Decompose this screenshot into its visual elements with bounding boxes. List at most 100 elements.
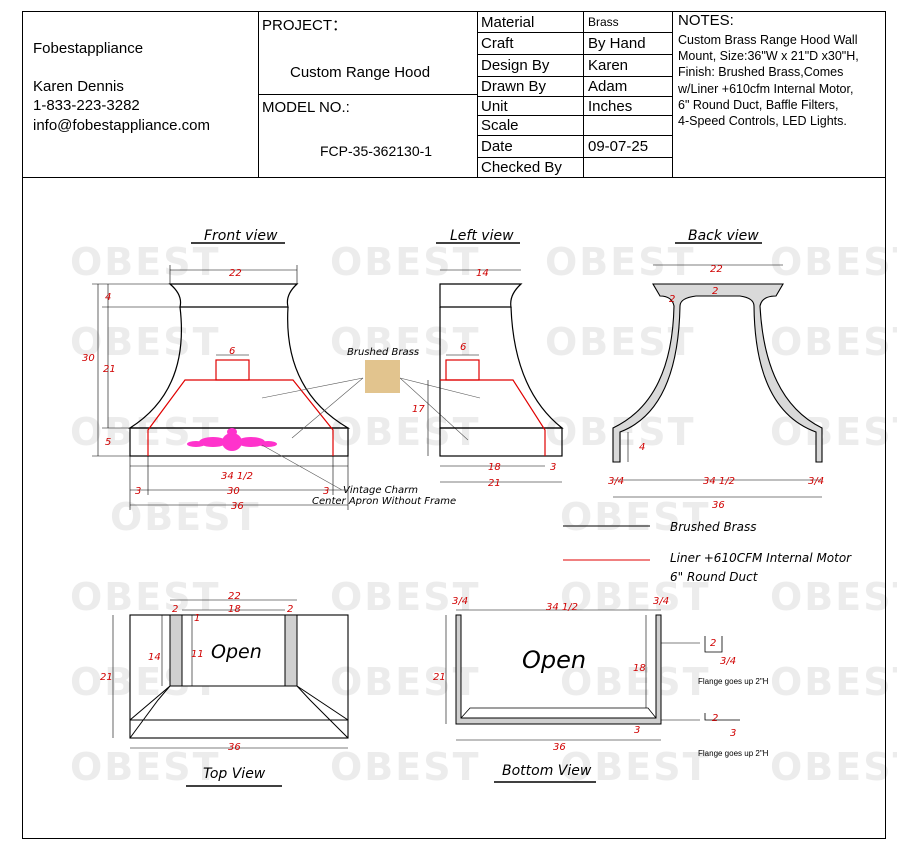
frame-right <box>885 11 886 839</box>
watermark: OBEST <box>770 575 897 619</box>
front-band <box>129 427 349 457</box>
left-view-title: Left view <box>450 228 514 244</box>
watermark: OBEST <box>330 745 481 789</box>
bottom-view: 3/4 34 1/2 3/4 21 18 36 3 Open Bottom Vi… <box>433 596 769 783</box>
col-sep-4 <box>672 11 673 177</box>
top-dim-top: 22 <box>228 591 241 602</box>
back-dim-mid: 34 1/2 <box>703 476 735 487</box>
watermark: OBEST <box>330 320 481 364</box>
top-dim-gap: 1 <box>194 613 200 624</box>
legend-liner: Liner +610CFM Internal Motor <box>670 551 852 565</box>
spec-value: Brass <box>588 15 619 29</box>
watermark: OBEST <box>560 495 711 539</box>
spec-row-line <box>477 135 672 136</box>
brushed-brass-callout: Brushed Brass <box>347 347 419 358</box>
back-dim-top-t: 2 <box>712 286 718 297</box>
left-dim-total-d: 21 <box>488 478 501 489</box>
watermark: OBEST <box>70 240 221 284</box>
bottom-dim-frac-l: 3/4 <box>452 596 468 607</box>
spec-value: 09-07-25 <box>588 138 649 155</box>
project-model-sep <box>258 94 477 95</box>
contact-name: Karen Dennis <box>33 78 124 95</box>
bottom-dim-frac-r: 3/4 <box>653 596 669 607</box>
spec-row-line <box>477 157 672 158</box>
front-dim-total-h: 30 <box>82 353 95 364</box>
back-view-title: Back view <box>688 228 759 244</box>
watermark: OBEST <box>560 575 711 619</box>
top-open-label: Open <box>211 641 262 663</box>
spec-row-line <box>477 115 672 116</box>
spec-label: Scale <box>481 117 519 134</box>
watermark: OBEST <box>70 575 221 619</box>
top-dim-depth: 14 <box>148 652 161 663</box>
bottom-open-label: Open <box>522 646 586 674</box>
notes-line: Custom Brass Range Hood Wall <box>678 33 858 47</box>
spec-label: Drawn By <box>481 78 547 95</box>
vintage-charm-ornament <box>187 428 277 451</box>
frame-bottom <box>22 838 886 839</box>
front-dim-side-r: 3 <box>323 486 329 497</box>
left-dim-duct: 6 <box>460 342 466 353</box>
watermark: OBEST <box>330 575 481 619</box>
frame-header-bottom <box>22 177 886 178</box>
frame-top <box>22 11 886 12</box>
front-dim-inner: 30 <box>227 486 240 497</box>
front-dim-duct: 6 <box>229 346 235 357</box>
notes-line: w/Liner +610cfm Internal Motor, <box>678 81 854 96</box>
top-dim-total-d: 21 <box>100 672 113 683</box>
model-value: FCP-35-362130-1 <box>320 143 433 159</box>
front-duct <box>215 359 250 381</box>
watermark: OBEST <box>770 240 897 284</box>
watermark: OBEST <box>70 320 221 364</box>
watermark-layer: OBEST OBEST OBEST OBEST OBEST OBEST OBEST OBEST… <box>70 240 897 789</box>
spec-row-line <box>477 76 672 77</box>
front-dim-band: 5 <box>105 437 111 448</box>
contact-phone: 1-833-223-3282 <box>33 97 140 114</box>
top-dim-side-r: 2 <box>287 604 293 615</box>
project-value: Custom Range Hood <box>290 64 431 81</box>
flange-dim-b: 3/4 <box>720 656 736 667</box>
spec-label: Craft <box>481 35 514 52</box>
legend-brushed-brass: Brushed Brass <box>670 520 756 534</box>
project-label: PROJECT： <box>262 17 348 34</box>
notes-title: NOTES: <box>678 12 734 29</box>
spec-label: Checked By <box>481 159 562 176</box>
top-view: 22 18 2 2 1 14 11 21 36 Open Top View <box>100 591 349 787</box>
front-dim-body-h: 21 <box>103 364 116 375</box>
spec-row-line <box>477 32 672 33</box>
watermark: OBEST <box>770 320 897 364</box>
front-dim-collar: 4 <box>105 292 111 303</box>
spec-label: Design By <box>481 57 550 74</box>
front-dim-top: 22 <box>229 268 242 279</box>
flange-dim-c: 2 <box>712 713 718 724</box>
spec-row-line <box>477 96 672 97</box>
watermark: OBEST <box>770 660 897 704</box>
back-view: Back view 22 2 2 4 3/4 34 1/2 3/4 36 <box>608 228 824 511</box>
back-dim-frac-r: 3/4 <box>808 476 824 487</box>
watermark: OBEST <box>770 745 897 789</box>
flange-dim-a: 2 <box>710 638 716 649</box>
top-dim-total-w: 36 <box>228 742 241 753</box>
back-dim-side-t: 2 <box>669 294 675 305</box>
notes-line: Mount, Size:36"W x 21"D x30"H, <box>678 49 859 64</box>
spec-value: By Hand <box>588 35 646 52</box>
bottom-dim-total-w: 36 <box>553 742 566 753</box>
watermark: OBEST <box>110 495 261 539</box>
spec-label: Material <box>481 14 535 31</box>
col-sep-2 <box>477 11 478 177</box>
top-view-title: Top View <box>203 766 266 782</box>
back-dim-total: 36 <box>712 500 725 511</box>
watermark: OBEST <box>545 240 696 284</box>
bottom-dim-mid: 34 1/2 <box>546 602 578 613</box>
left-view: Left view 14 6 17 18 21 3 <box>412 228 564 489</box>
vintage-charm-callout: Vintage Charm <box>343 485 418 496</box>
top-dim-side-l: 2 <box>172 604 178 615</box>
spec-label: Unit <box>481 98 508 115</box>
bottom-dim-depth: 21 <box>433 672 446 683</box>
company-name: Fobestappliance <box>33 40 144 57</box>
back-dim-leg: 4 <box>639 442 645 453</box>
back-dim-top: 22 <box>710 264 723 275</box>
contact-email: info@fobestappliance.com <box>33 117 210 134</box>
